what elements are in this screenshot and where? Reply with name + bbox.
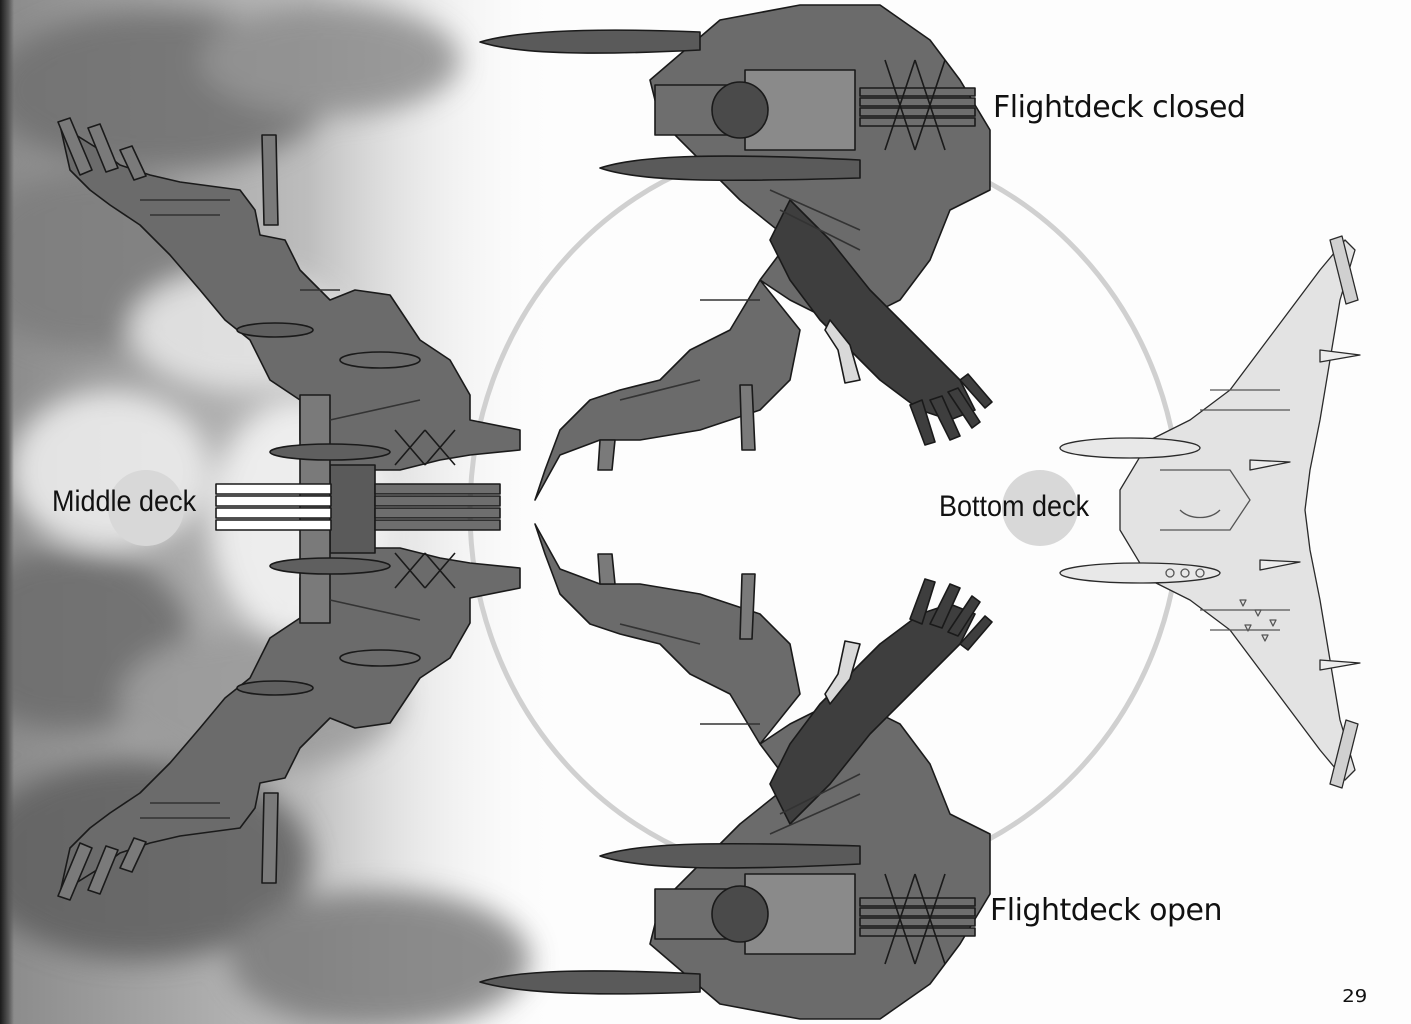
ship-flightdeck-open	[479, 523, 993, 1020]
page-gutter-shadow	[0, 0, 14, 1024]
ship-bottom-deck	[1059, 235, 1361, 789]
middle-deck-disc	[108, 470, 184, 546]
middle-deck-label: Middle deck	[52, 485, 197, 518]
bottom-deck-label: Bottom deck	[939, 490, 1090, 523]
ship-flightdeck-closed	[479, 4, 993, 501]
ship-middle-deck	[57, 117, 521, 901]
bottom-deck-disc	[1002, 470, 1078, 546]
page-number: 29	[1342, 985, 1368, 1007]
flightdeck-closed-label: Flightdeck closed	[993, 90, 1246, 125]
flightdeck-open-label: Flightdeck open	[990, 893, 1223, 928]
